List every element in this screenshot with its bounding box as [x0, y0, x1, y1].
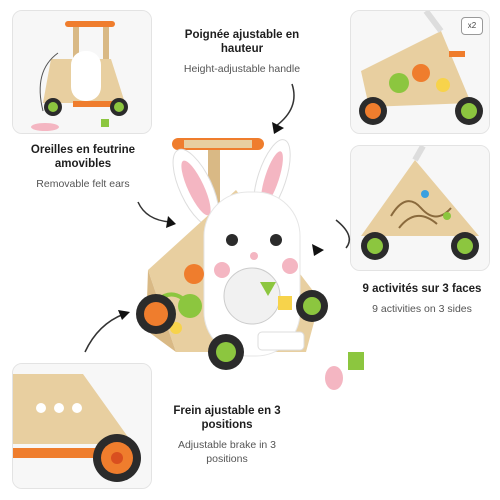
- feature-handle-caption: Poignée ajustable en hauteur Height-adju…: [172, 28, 312, 76]
- side-gears-thumbnail: x2: [350, 10, 490, 134]
- ears-detail-illustration: [13, 11, 151, 133]
- feature-activities-subtitle: 9 activities on 3 sides: [372, 303, 472, 315]
- feature-handle-title: Poignée ajustable en hauteur: [184, 29, 300, 55]
- feature-activities-title: 9 activités sur 3 faces: [362, 283, 482, 295]
- ears-detail-thumbnail: [12, 10, 152, 134]
- brake-detail-thumbnail: [12, 363, 152, 489]
- feature-brake-subtitle: Adjustable brake in 3 positions: [177, 439, 277, 465]
- side-maze-illustration: [351, 146, 489, 270]
- feature-ears-title: Oreilles en feutrine amovibles: [30, 144, 136, 170]
- brake-detail-illustration: [13, 364, 151, 488]
- side-maze-thumbnail: [350, 145, 490, 271]
- feature-ears-caption: Oreilles en feutrine amovibles Removable…: [14, 143, 152, 191]
- feature-activities-caption: 9 activités sur 3 faces 9 activities on …: [352, 282, 492, 316]
- feature-brake-title: Frein ajustable en 3 positions: [173, 405, 281, 431]
- side-gears-illustration: [351, 11, 489, 133]
- feature-handle-subtitle: Height-adjustable handle: [183, 63, 301, 75]
- feature-ears-subtitle: Removable felt ears: [36, 178, 130, 190]
- quantity-badge: x2: [461, 17, 483, 35]
- feature-brake-caption: Frein ajustable en 3 positions Adjustabl…: [165, 404, 289, 466]
